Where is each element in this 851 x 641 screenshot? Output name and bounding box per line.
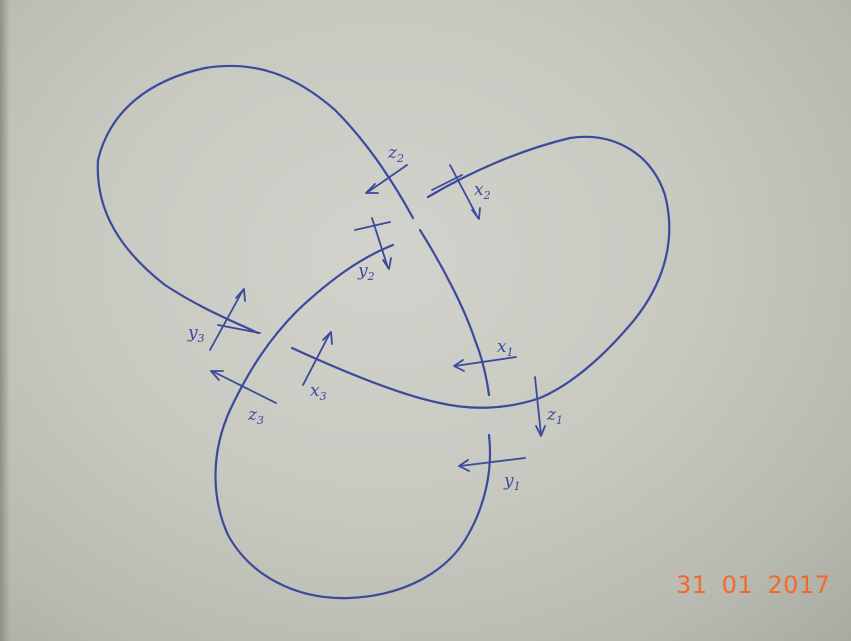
knot-strand-left-lobe (96, 64, 415, 335)
label-y1: y1 (503, 471, 521, 493)
date-stamp: 31 01 2017 (676, 571, 831, 599)
arrow-z1 (534, 376, 542, 436)
arrow-x1 (454, 356, 517, 367)
arrow-z2 (367, 164, 408, 193)
arrow-x3 (302, 332, 331, 386)
label-z3: z3 (247, 405, 264, 427)
arrow-x2 (449, 164, 479, 219)
arrow-y3 (209, 289, 244, 351)
tick-x2 (431, 174, 463, 191)
label-x2: x2 (474, 180, 491, 202)
label-x3: x3 (310, 381, 327, 403)
arrow-z3 (211, 370, 277, 404)
knot-strand-center (418, 228, 491, 397)
arrowhead-z3 (210, 370, 224, 381)
arrowhead-y3 (235, 288, 246, 302)
arrowhead-z2 (365, 183, 379, 194)
arrow-y1 (459, 457, 526, 467)
label-z1: z1 (546, 405, 563, 427)
label-y2: y2 (357, 261, 375, 283)
paper-edge (0, 0, 10, 641)
arrow-y2 (371, 217, 389, 269)
arrowhead-x3 (322, 331, 333, 345)
knot-strand-right-lobe (290, 135, 671, 409)
knot-strand-bottom-lobe (214, 243, 492, 600)
label-x1: x1 (497, 337, 514, 359)
arrowhead-z1 (535, 425, 546, 437)
arrowhead-x1 (453, 359, 465, 372)
tick-y2 (354, 221, 391, 231)
arrowhead-x2 (471, 207, 481, 220)
label-y3: y3 (187, 323, 205, 345)
arrowhead-y1 (458, 459, 470, 472)
tick-y3 (217, 324, 261, 334)
label-z2: z2 (387, 143, 404, 165)
arrowhead-y2 (382, 257, 392, 270)
